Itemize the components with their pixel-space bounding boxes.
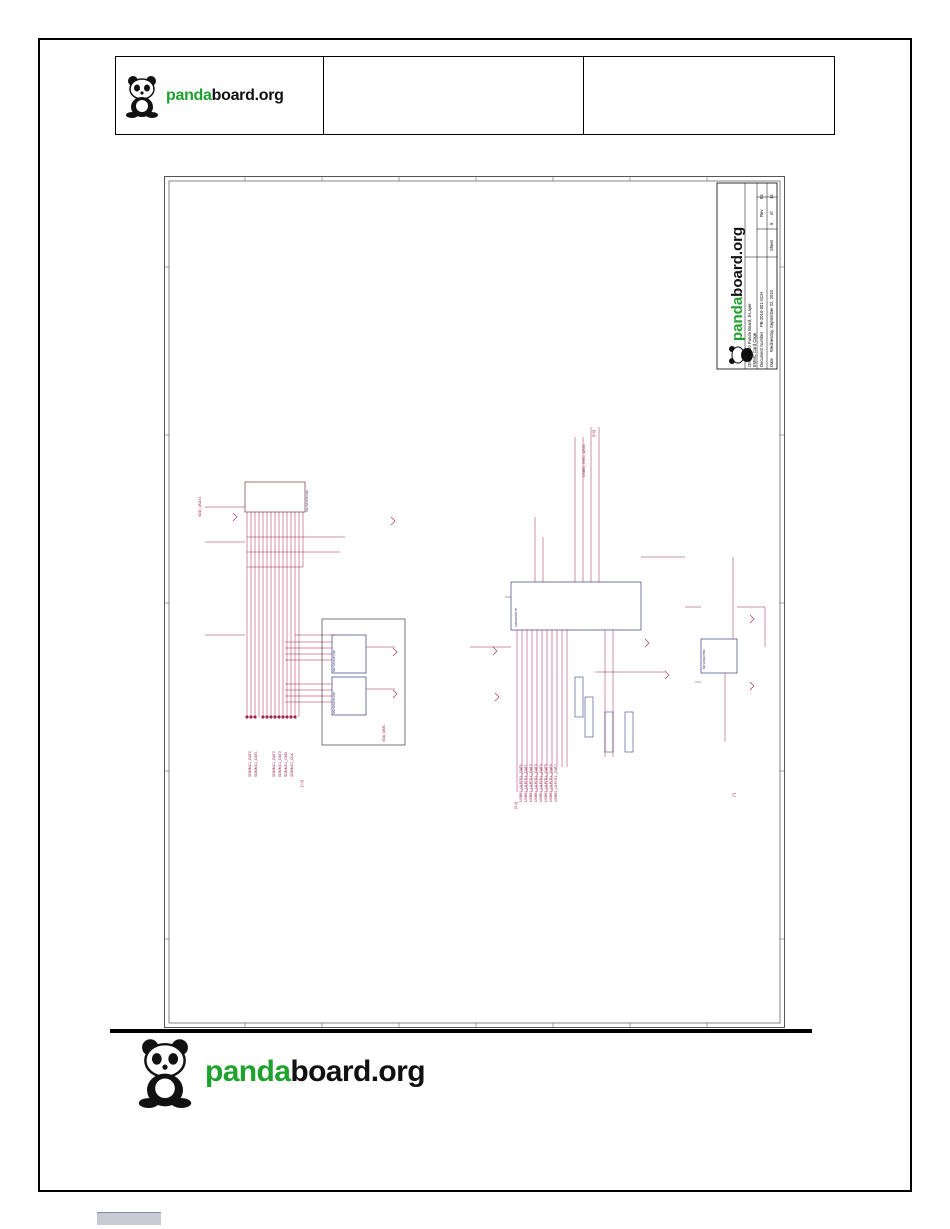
mid-bus-label-1: USBB1_ULPITLL_DAT1	[524, 764, 528, 802]
u5-part-label: MC3402DTBR	[702, 649, 706, 669]
title-block-subtitle: EMMC Card Cage	[752, 332, 757, 367]
title-block-of-value: 14	[769, 194, 774, 199]
footer-brand-rest-text: board.org	[290, 1055, 425, 1088]
title-block-sheet-value: 9	[769, 222, 774, 225]
footer-logo: pandaboard.org	[135, 1036, 426, 1108]
net-vdd-mmc: VDD_MMC	[382, 724, 386, 742]
u4-part-label: LM8320DOTP	[514, 608, 518, 627]
header-right-cell	[584, 57, 834, 134]
page-frame	[38, 38, 912, 1192]
brand-panda-text: panda	[166, 86, 212, 104]
mid-bus-label-5: USBB1_ULPITLL_DAT5	[544, 764, 548, 802]
title-block-brand-rest: board.org	[729, 227, 746, 297]
title-block-title: OMAP4430 Panda Board, 8-Layer	[747, 303, 752, 367]
header-middle-cell	[324, 57, 584, 134]
svg-text:pandaboard.org: pandaboard.org	[729, 227, 746, 341]
title-block-date: Wednesday, September 22, 2010	[769, 289, 774, 352]
panda-logo-icon	[126, 75, 158, 118]
ground-symbols	[232, 512, 755, 702]
header-table: pandaboard.org	[115, 56, 835, 135]
u2-part-label: SN74AVC8T245	[332, 650, 336, 672]
title-block	[716, 182, 778, 370]
schematic-right-circuit: MC3402DTBR	[685, 557, 766, 742]
title-block-brand-panda: panda	[729, 296, 746, 341]
page-tab[interactable]	[97, 1212, 161, 1225]
schematic-middle-circuit: USBB1_ULPITLL_DAT0 USBB1_ULPITLL_DAT1 US…	[470, 427, 685, 802]
title-block-doc-label: Document Number	[759, 331, 764, 367]
header-logo-cell: pandaboard.org	[116, 57, 324, 134]
left-bus-label-1: SDMMC1_DAT1	[254, 751, 258, 777]
page-ref-0: [1,2]	[300, 780, 304, 787]
footer-rule	[110, 1029, 812, 1033]
u3-part-label: SN74AVC8T245	[332, 692, 336, 714]
mid-bus-label-2: USBB1_ULPITLL_DAT2	[529, 764, 533, 802]
page-ref-3: [7]	[732, 793, 736, 797]
footer-brand-wordmark: pandaboard.org	[205, 1055, 426, 1089]
mid-bus-label-7: USBB1_ULPITLL_DAT7	[554, 764, 558, 802]
brand-wordmark: pandaboard.org	[166, 87, 284, 105]
schematic-left-circuit: SDMMC1_DAT0 SDMMC1_DAT1 SDMMC1_DAT2 SDMM…	[198, 481, 406, 777]
title-block-rev-label: Rev	[759, 209, 764, 217]
title-block-date-label: Date	[769, 357, 774, 367]
title-block-of-label: of	[769, 211, 774, 215]
u1-part-label: SN74AVC8T245	[305, 490, 309, 512]
left-bus-label-4: SDMMC1_CMD	[284, 751, 288, 777]
left-bus-label-5: SDMMC1_CLK	[290, 752, 294, 777]
title-block-sheet-label: Sheet	[769, 239, 774, 251]
schematic-drawing: pandaboard.org OMAP4430 Panda Board, 8-L…	[165, 177, 784, 1027]
footer-brand-panda-text: panda	[205, 1055, 291, 1088]
title-block-doc-number: PB-2010-001-SCH	[759, 292, 764, 327]
mid-bus-label-3: USBB1_ULPITLL_DAT3	[534, 764, 538, 802]
schematic-sheet: pandaboard.org OMAP4430 Panda Board, 8-L…	[164, 176, 785, 1028]
net-usb: USBB1_HSIC_DATA	[582, 444, 586, 477]
left-bus-label-3: SDMMC1_DAT3	[278, 751, 282, 777]
title-block-logo: pandaboard.org	[729, 227, 753, 364]
mid-bus-label-6: USBB1_ULPITLL_DAT6	[549, 764, 553, 802]
page-ref-1: [3,4]	[514, 802, 518, 809]
left-bus-label-0: SDMMC1_DAT0	[248, 751, 252, 777]
mid-bus-label-4: USBB1_ULPITLL_DAT4	[539, 764, 543, 802]
mid-bus-label-0: USBB1_ULPITLL_DAT0	[519, 764, 523, 802]
left-bus-label-2: SDMMC1_DAT2	[272, 751, 276, 777]
title-block-rev-value: B1	[759, 193, 764, 199]
net-vdd-vaux: VDD_VAUX1	[198, 496, 202, 517]
brand-rest-text: board.org	[211, 86, 284, 104]
page-ref-2: [5,6]	[592, 430, 596, 437]
panda-logo-icon	[138, 1039, 192, 1108]
